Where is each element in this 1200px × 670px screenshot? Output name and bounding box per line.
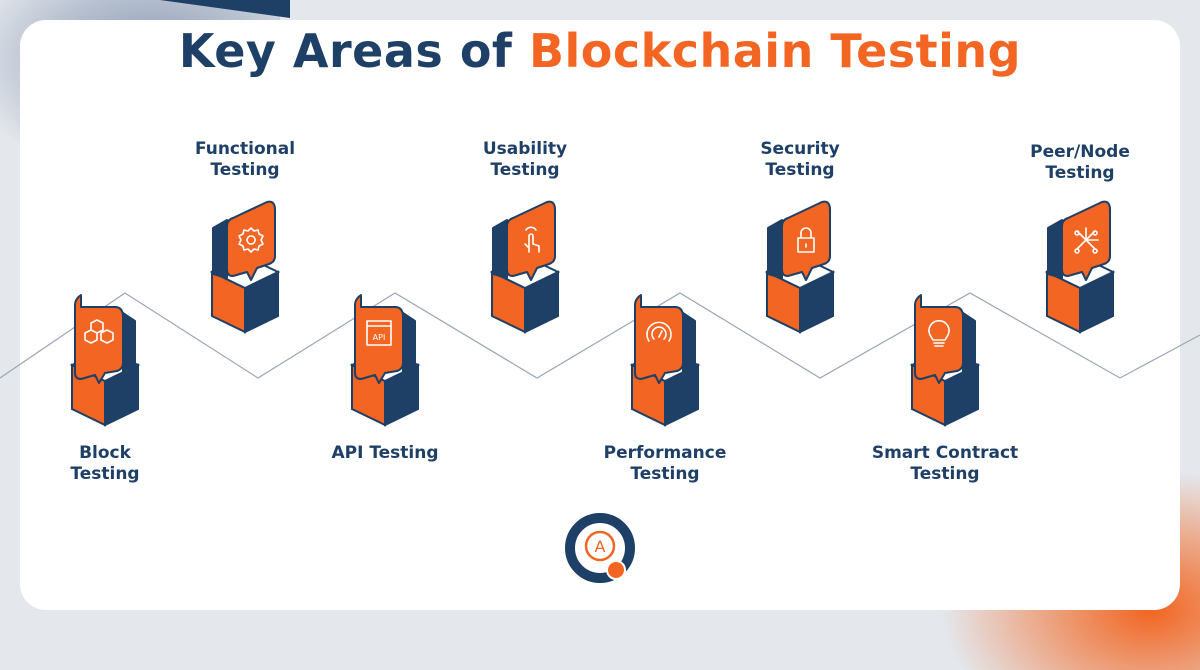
testing-area-label: Block Testing (70, 443, 140, 484)
testing-area-label: Smart Contract Testing (871, 443, 1019, 484)
speech-bubble (506, 200, 556, 281)
testing-area-2: API (349, 294, 421, 427)
brain-bulb-icon (928, 319, 950, 347)
bubble-side (682, 312, 696, 380)
bubble-side (767, 219, 783, 279)
cubes-icon (84, 319, 114, 344)
svg-text:API: API (373, 333, 386, 342)
testing-area-0 (69, 294, 141, 427)
hand-pointer-icon (524, 226, 540, 253)
diagram-canvas: API A (0, 200, 1200, 583)
speech-bubble (914, 294, 964, 384)
lock-icon (797, 227, 815, 253)
bubble-side (962, 312, 976, 380)
gauge-icon (646, 321, 672, 342)
zigzag-connector-line (0, 292, 1200, 379)
testing-area-1 (209, 200, 281, 334)
testing-area-3 (489, 200, 561, 334)
testing-area-6 (909, 294, 981, 427)
speech-bubble (781, 200, 831, 281)
api-icon: API (366, 320, 392, 346)
title-highlight: Blockchain Testing (528, 24, 1022, 78)
testing-area-4 (629, 294, 701, 427)
page-title: Key Areas of Blockchain Testing (0, 24, 1200, 78)
bubble-side (1047, 219, 1063, 279)
bubble-side (402, 312, 416, 380)
bubble-side (212, 219, 228, 279)
testing-area-label: Functional Testing (194, 139, 296, 180)
testing-area-label: Performance Testing (603, 443, 727, 484)
svg-text:A: A (595, 537, 606, 556)
speech-bubble (74, 294, 124, 384)
background-triangle (160, 0, 290, 18)
speech-bubble (634, 294, 684, 384)
testing-area-label: Security Testing (760, 139, 840, 180)
testing-area-7 (1044, 200, 1116, 334)
bubble-side (122, 312, 136, 380)
speech-bubble (354, 294, 404, 384)
logo: A (565, 513, 635, 583)
testing-area-label: Peer/Node Testing (1030, 142, 1130, 183)
testing-area-label: Usability Testing (482, 139, 568, 180)
network-nodes-icon (1074, 227, 1099, 254)
speech-bubble (226, 200, 276, 281)
testing-area-label: API Testing (331, 443, 439, 463)
gear-icon (238, 227, 264, 253)
testing-area-5 (764, 200, 836, 334)
title-prefix: Key Areas of (178, 24, 513, 78)
bubble-side (492, 219, 508, 279)
